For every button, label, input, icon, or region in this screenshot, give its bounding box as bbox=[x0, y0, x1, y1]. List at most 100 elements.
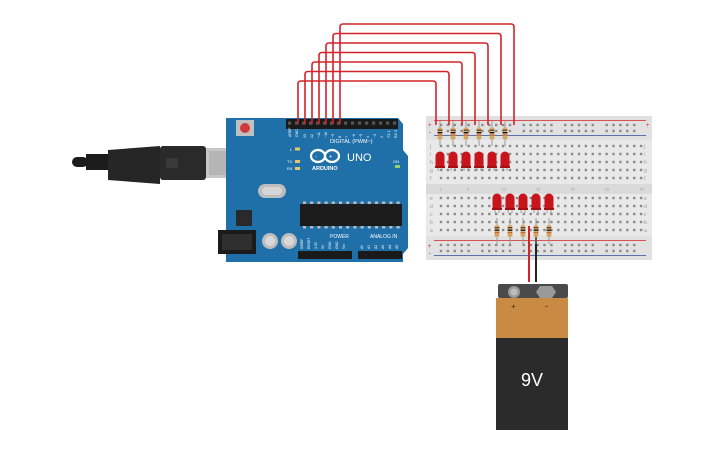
breadboard-hole[interactable] bbox=[453, 220, 456, 224]
breadboard-hole[interactable] bbox=[439, 249, 443, 253]
breadboard-hole[interactable] bbox=[619, 123, 622, 127]
breadboard-hole[interactable] bbox=[495, 220, 498, 224]
breadboard-hole[interactable] bbox=[598, 168, 601, 172]
bottom-resistor[interactable] bbox=[507, 218, 513, 244]
breadboard-hole[interactable] bbox=[577, 123, 581, 127]
breadboard-hole[interactable] bbox=[481, 243, 484, 247]
digital-pin-hole[interactable] bbox=[295, 121, 299, 125]
breadboard-hole[interactable] bbox=[488, 123, 491, 127]
breadboard-hole[interactable] bbox=[501, 204, 505, 208]
breadboard-hole[interactable] bbox=[550, 129, 553, 133]
breadboard-hole[interactable] bbox=[453, 123, 456, 127]
breadboard-hole[interactable] bbox=[488, 144, 491, 148]
breadboard-hole[interactable] bbox=[584, 160, 588, 164]
breadboard-hole[interactable] bbox=[570, 196, 574, 200]
breadboard-hole[interactable] bbox=[495, 168, 498, 172]
breadboard-hole[interactable] bbox=[515, 220, 519, 224]
breadboard-hole[interactable] bbox=[557, 168, 560, 172]
breadboard-hole[interactable] bbox=[529, 243, 532, 247]
digital-pin-hole[interactable] bbox=[309, 121, 313, 125]
breadboard-hole[interactable] bbox=[515, 204, 519, 208]
battery-9v[interactable]: + - 9V bbox=[496, 284, 568, 430]
breadboard-hole[interactable] bbox=[591, 196, 594, 200]
breadboard-hole[interactable] bbox=[591, 129, 594, 133]
breadboard-hole[interactable] bbox=[529, 220, 532, 224]
breadboard-hole[interactable] bbox=[460, 129, 463, 133]
breadboard-hole[interactable] bbox=[639, 152, 643, 156]
breadboard-hole[interactable] bbox=[550, 249, 553, 253]
breadboard-hole[interactable] bbox=[557, 144, 560, 148]
breadboard-hole[interactable] bbox=[633, 160, 636, 164]
breadboard-hole[interactable] bbox=[605, 144, 608, 148]
battery-terminal-minus[interactable] bbox=[536, 286, 556, 298]
breadboard-hole[interactable] bbox=[529, 176, 532, 180]
breadboard-hole[interactable] bbox=[633, 176, 636, 180]
breadboard-hole[interactable] bbox=[543, 176, 546, 180]
top-resistor[interactable] bbox=[437, 121, 443, 146]
breadboard-hole[interactable] bbox=[591, 249, 594, 253]
breadboard-hole[interactable] bbox=[460, 204, 463, 208]
breadboard-hole[interactable] bbox=[598, 152, 601, 156]
breadboard-hole[interactable] bbox=[501, 249, 505, 253]
breadboard-hole[interactable] bbox=[488, 220, 491, 224]
breadboard-hole[interactable] bbox=[626, 123, 629, 127]
breadboard-hole[interactable] bbox=[612, 176, 615, 180]
breadboard-hole[interactable] bbox=[453, 249, 456, 253]
breadboard-hole[interactable] bbox=[474, 204, 477, 208]
jumper-wire-red[interactable] bbox=[318, 51, 476, 126]
breadboard-hole[interactable] bbox=[605, 160, 608, 164]
breadboard-hole[interactable] bbox=[536, 243, 539, 247]
breadboard-hole[interactable] bbox=[439, 176, 443, 180]
breadboard-hole[interactable] bbox=[543, 212, 546, 216]
breadboard-hole[interactable] bbox=[446, 243, 450, 247]
breadboard-hole[interactable] bbox=[481, 176, 484, 180]
breadboard-hole[interactable] bbox=[564, 176, 567, 180]
breadboard-hole[interactable] bbox=[515, 196, 519, 200]
breadboard-hole[interactable] bbox=[633, 129, 636, 133]
breadboard-hole[interactable] bbox=[639, 220, 643, 224]
breadboard-hole[interactable] bbox=[639, 160, 643, 164]
breadboard-hole[interactable] bbox=[639, 196, 643, 200]
breadboard-hole[interactable] bbox=[481, 168, 484, 172]
breadboard-hole[interactable] bbox=[591, 204, 594, 208]
breadboard-hole[interactable] bbox=[453, 228, 456, 232]
breadboard-hole[interactable] bbox=[488, 249, 491, 253]
breadboard-hole[interactable] bbox=[460, 152, 463, 156]
digital-header[interactable] bbox=[286, 119, 398, 129]
breadboard-hole[interactable] bbox=[460, 144, 463, 148]
breadboard-hole[interactable] bbox=[446, 212, 450, 216]
digital-pin-hole[interactable] bbox=[393, 121, 397, 125]
breadboard-hole[interactable] bbox=[467, 204, 470, 208]
breadboard-hole[interactable] bbox=[598, 176, 601, 180]
breadboard-hole[interactable] bbox=[564, 243, 567, 247]
breadboard-hole[interactable] bbox=[508, 243, 512, 247]
breadboard-hole[interactable] bbox=[612, 249, 615, 253]
breadboard-hole[interactable] bbox=[633, 204, 636, 208]
breadboard-hole[interactable] bbox=[481, 196, 484, 200]
breadboard-hole[interactable] bbox=[515, 168, 519, 172]
power-header[interactable] bbox=[298, 251, 352, 259]
jumper-wire-red[interactable] bbox=[311, 61, 463, 125]
breadboard-hole[interactable] bbox=[639, 144, 643, 148]
breadboard-hole[interactable] bbox=[626, 196, 629, 200]
breadboard-hole[interactable] bbox=[439, 212, 443, 216]
breadboard-hole[interactable] bbox=[570, 123, 574, 127]
breadboard-hole[interactable] bbox=[481, 123, 484, 127]
breadboard-hole[interactable] bbox=[570, 228, 574, 232]
breadboard-hole[interactable] bbox=[481, 144, 484, 148]
bottom-resistor[interactable] bbox=[520, 218, 526, 244]
breadboard-hole[interactable] bbox=[619, 176, 622, 180]
breadboard-hole[interactable] bbox=[543, 152, 546, 156]
breadboard-hole[interactable] bbox=[619, 196, 622, 200]
breadboard-hole[interactable] bbox=[536, 249, 539, 253]
breadboard-hole[interactable] bbox=[474, 228, 477, 232]
digital-pin-hole[interactable] bbox=[372, 121, 376, 125]
breadboard-hole[interactable] bbox=[612, 212, 615, 216]
breadboard-hole[interactable] bbox=[591, 220, 594, 224]
breadboard-hole[interactable] bbox=[481, 212, 484, 216]
breadboard-hole[interactable] bbox=[501, 196, 505, 200]
breadboard-hole[interactable] bbox=[460, 220, 463, 224]
breadboard-hole[interactable] bbox=[488, 204, 491, 208]
digital-pin-hole[interactable] bbox=[316, 121, 320, 125]
